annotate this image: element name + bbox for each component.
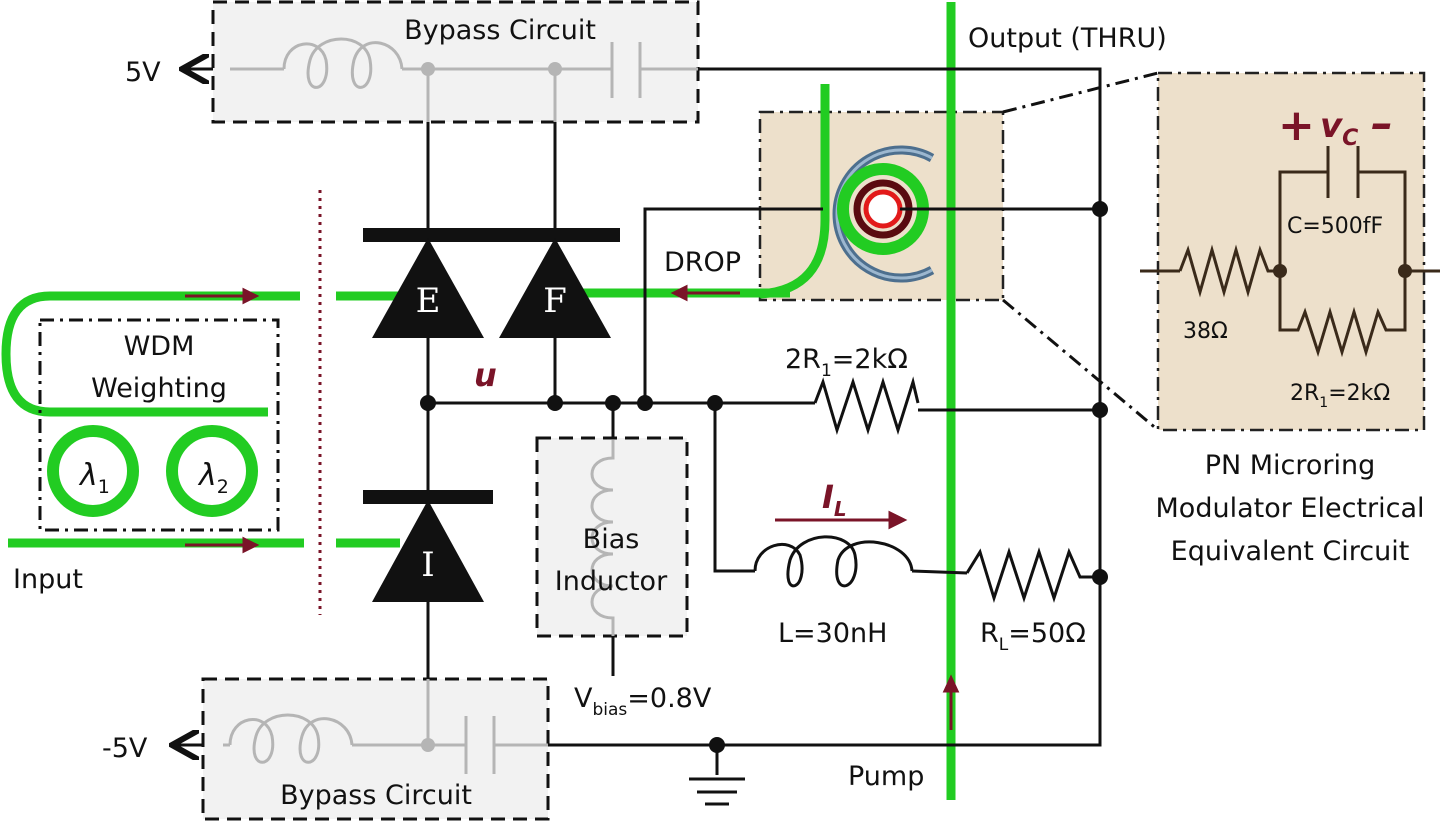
caption-line-2: Modulator Electrical: [1156, 493, 1425, 524]
input-label: Input: [13, 564, 83, 595]
zoom-line-bottom: [1002, 298, 1159, 432]
v-minus-label: -5V: [102, 733, 148, 764]
lambda1-label: λ1: [78, 458, 110, 498]
bias-inductor-box: [535, 436, 689, 638]
signal-arrows: [185, 284, 960, 730]
r1-label: 2R1=2kΩ: [785, 344, 908, 381]
diode-i: [363, 490, 493, 602]
il-label: IL: [822, 478, 847, 521]
microring: [832, 145, 935, 283]
caption-line-3: Equivalent Circuit: [1171, 536, 1410, 567]
bias-label-2: Inductor: [555, 566, 668, 597]
wdm-box: [38, 318, 280, 532]
vc-label: vC: [1320, 106, 1358, 151]
diode-e: [363, 228, 493, 338]
pump-label: Pump: [848, 761, 924, 792]
diode-f-label: F: [543, 281, 567, 321]
v-plus-label: 5V: [125, 57, 161, 88]
junction-dots: [420, 201, 1108, 753]
zoom-line-top: [1002, 71, 1159, 114]
cap-label: C=500fF: [1287, 214, 1383, 239]
vc-minus: –: [1371, 98, 1393, 149]
lambda2-label: λ2: [197, 458, 229, 498]
vbias-label: Vbias=0.8V: [574, 683, 712, 720]
diode-e-label: E: [416, 281, 441, 321]
bypass-box-top: [211, 0, 700, 124]
wdm-label-2: Weighting: [91, 373, 227, 404]
bias-label-1: Bias: [583, 524, 640, 555]
bypass-top-label: Bypass Circuit: [404, 15, 596, 46]
equivalent-circuit-box: [1156, 71, 1426, 432]
bypass-box-bottom: [201, 677, 550, 821]
equiv-circuit: [1140, 146, 1440, 358]
wdm-label-1: WDM: [124, 331, 195, 362]
rl-label: RL=50Ω: [980, 618, 1086, 655]
inductor-label: L=30nH: [778, 618, 887, 649]
bypass-bottom-label: Bypass Circuit: [280, 780, 472, 811]
caption-line-1: PN Microring: [1205, 450, 1376, 481]
output-label: Output (THRU): [968, 23, 1167, 54]
drop-label: DROP: [664, 247, 741, 278]
node-u-label: u: [474, 356, 497, 394]
vc-plus: +: [1278, 100, 1315, 151]
diode-f: [490, 228, 620, 338]
r38-label: 38Ω: [1183, 319, 1228, 344]
bypass-internals: [223, 37, 698, 774]
eq-r1-label: 2R1=2kΩ: [1290, 381, 1390, 411]
diode-i-label: I: [421, 545, 434, 585]
